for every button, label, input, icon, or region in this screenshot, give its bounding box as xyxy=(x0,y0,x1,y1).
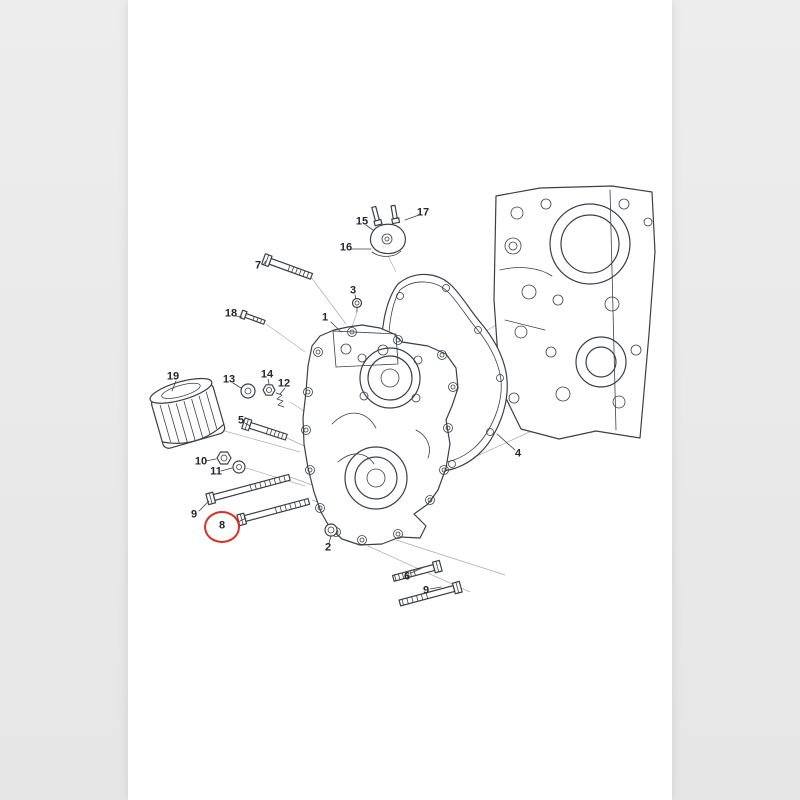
bolt-9-bottom xyxy=(398,580,463,607)
part-callout-15: 15 xyxy=(355,215,369,228)
callout-leader-lines xyxy=(171,214,516,590)
part-callout-11: 11 xyxy=(210,465,222,478)
part-callout-14: 14 xyxy=(260,368,274,381)
bolt-6 xyxy=(391,559,443,582)
part-callout-5: 5 xyxy=(237,414,245,427)
part-callout-2: 2 xyxy=(324,541,332,554)
timing-gear-case-cover xyxy=(301,324,459,546)
bolt-7 xyxy=(261,253,314,280)
highlight-circle-part-8 xyxy=(204,511,240,543)
part-callout-7: 7 xyxy=(254,259,262,272)
part-callout-18: 18 xyxy=(224,307,238,320)
inlet-cover-assembly xyxy=(369,204,406,257)
plug-2 xyxy=(324,523,338,537)
part-callout-9-left: 9 xyxy=(190,508,198,521)
bolt-9-left xyxy=(205,473,291,506)
nut-10 xyxy=(216,451,232,465)
part-callout-6: 6 xyxy=(403,570,411,583)
washer-13 xyxy=(240,383,256,399)
engine-block xyxy=(493,185,656,440)
part-callout-3: 3 xyxy=(349,284,357,297)
screw-18 xyxy=(239,309,266,325)
part-callout-10: 10 xyxy=(194,455,208,468)
oil-filter xyxy=(149,377,226,449)
bolt-5 xyxy=(241,417,288,441)
part-callout-9-bottom: 9 xyxy=(422,584,430,597)
stud-bolt-17b xyxy=(390,204,401,225)
part-callout-17: 17 xyxy=(416,206,430,219)
part-callout-13: 13 xyxy=(222,373,236,386)
part-callout-12: 12 xyxy=(277,377,291,390)
stud-bolt-17a xyxy=(371,205,383,227)
part-callout-1: 1 xyxy=(321,311,329,324)
spring-12 xyxy=(275,392,285,408)
part-callout-16: 16 xyxy=(339,241,353,254)
nut-14 xyxy=(262,384,276,396)
plug-3 xyxy=(351,297,363,313)
part-callout-19: 19 xyxy=(166,370,180,383)
part-callout-4: 4 xyxy=(514,447,522,460)
bolt-8 xyxy=(236,497,311,527)
washer-11 xyxy=(232,460,246,474)
